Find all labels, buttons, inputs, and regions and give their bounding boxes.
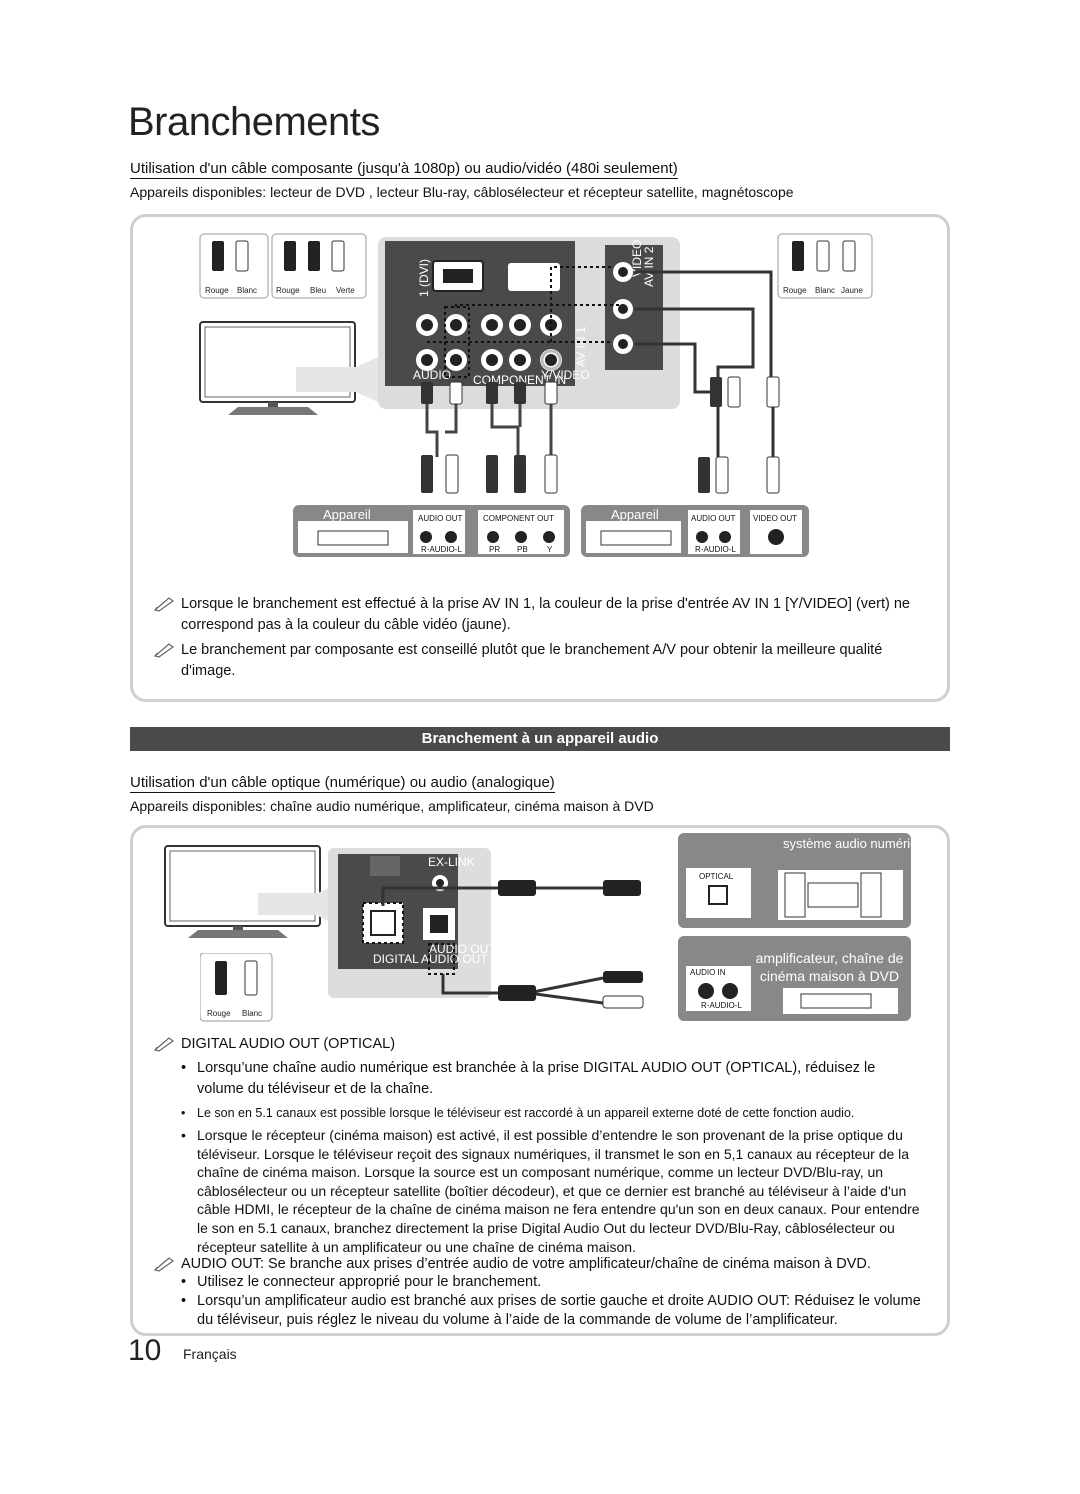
rca-label-blanc: Blanc	[242, 1009, 262, 1018]
audio-out-label-panel: AUDIO OUT	[429, 942, 496, 956]
audio-out-note: AUDIO OUT: Se branche aux prises d’entré…	[153, 1254, 933, 1275]
av-in-1-label: AV IN 1	[574, 326, 588, 367]
optical-cable	[381, 886, 604, 1005]
dvi-label: 1 (DVI)	[417, 259, 431, 297]
ex-link-label: EX-LINK	[428, 855, 475, 869]
audio-in-label: AUDIO	[413, 368, 451, 382]
pencil-note-icon	[153, 1037, 175, 1052]
left-cable-plugs: Rouge Blanc Rouge Bleu Verte	[199, 233, 367, 299]
pencil-note-icon	[153, 643, 175, 658]
cable-label-blanc: Blanc	[237, 286, 257, 295]
right-cable-blanc: Blanc	[815, 286, 835, 295]
rca-label-rouge: Rouge	[207, 1009, 231, 1018]
digital-audio-out-label: DIGITAL AUDIO OUT (OPTICAL)	[373, 952, 550, 966]
component-plugs	[421, 381, 558, 494]
audio-section-band: Branchement à un appareil audio	[130, 727, 950, 751]
page-number: 10	[128, 1334, 162, 1367]
amplifier-label: amplificateur, chaîne de cinéma maison à…	[755, 950, 904, 984]
av-in-2-label: AV IN 2	[642, 246, 656, 287]
right-video-out-label: VIDEO OUT	[753, 514, 797, 523]
amplifier-system: AUDIO IN R-AUDIO-L	[678, 936, 911, 1021]
left-device-label: Appareil	[323, 507, 371, 522]
right-audio-out-label: AUDIO OUT	[691, 514, 736, 523]
right-r-audio-l-label: R-AUDIO-L	[695, 545, 736, 554]
optical-bullet-1: Lorsqu’une chaîne audio numérique est br…	[181, 1058, 926, 1100]
pb-label: PB	[517, 545, 528, 554]
optical-label: OPTICAL	[699, 872, 734, 881]
optical-bullets: Lorsqu’une chaîne audio numérique est br…	[181, 1058, 926, 1256]
component-note-1: Lorsque le branchement est effectué à la…	[153, 594, 923, 636]
amp-r-audio-l-label: R-AUDIO-L	[701, 1001, 742, 1010]
rca-cable-icon: Rouge Blanc	[200, 953, 273, 1022]
av-plugs	[698, 376, 780, 494]
optical-note: DIGITAL AUDIO OUT (OPTICAL)	[153, 1034, 933, 1055]
audio-out-bullet-1: Utilisez le connecteur approprié pour le…	[181, 1273, 926, 1292]
left-r-audio-l-label: R-AUDIO-L	[421, 545, 462, 554]
digital-audio-system: système audio numérique OPTICAL	[678, 833, 932, 928]
y-video-label: Y/VIDEO	[541, 368, 590, 382]
audio-out-bullets: Utilisez le connecteur approprié pour le…	[181, 1273, 926, 1330]
right-device: Appareil AUDIO OUT VIDEO OUT R-AUDIO-L	[581, 505, 809, 557]
component-available-devices: Appareils disponibles: lecteur de DVD , …	[130, 184, 794, 200]
right-cable-rouge: Rouge	[783, 286, 807, 295]
audio-out-note-text: AUDIO OUT: Se branche aux prises d’entré…	[181, 1256, 871, 1272]
audio-connection-diagram: EX-LINK DIGITAL AUDIO OUT (OPTICAL) AUDI…	[164, 833, 932, 1021]
tv-illustration	[199, 321, 378, 415]
component-section-heading: Utilisation d'un câble composante (jusqu…	[130, 160, 678, 179]
page-title: Branchements	[128, 100, 380, 144]
video-side-label: VIDEO	[630, 240, 644, 277]
left-device: Appareil AUDIO OUT COMPONENT OUT R-AUDIO…	[293, 505, 570, 557]
tv-rear-audio-panel: EX-LINK DIGITAL AUDIO OUT (OPTICAL) AUDI…	[328, 848, 550, 998]
audio-section-heading: Utilisation d'un câble optique (numériqu…	[130, 774, 555, 793]
pencil-note-icon	[153, 597, 175, 612]
audio-available-devices: Appareils disponibles: chaîne audio numé…	[130, 798, 654, 814]
optical-bullet-3: Lorsque le récepteur (cinéma maison) est…	[181, 1126, 926, 1256]
left-audio-out-label: AUDIO OUT	[418, 514, 463, 523]
optical-bullet-2: Le son en 5.1 canaux est possible lorsqu…	[181, 1103, 926, 1123]
audio-out-bullet-2: Lorsqu’un amplificateur audio est branch…	[181, 1292, 926, 1330]
pr-label: PR	[489, 545, 500, 554]
right-device-label: Appareil	[611, 507, 659, 522]
cable-label-rouge-2: Rouge	[276, 286, 300, 295]
y-label: Y	[547, 545, 553, 554]
audio-in-label: AUDIO IN	[690, 968, 726, 977]
page-language: Français	[183, 1346, 237, 1362]
optical-plugs	[498, 880, 644, 1009]
right-cable-jaune: Jaune	[841, 286, 863, 295]
component-connection-diagram: Rouge Blanc Rouge Bleu Verte 1 (DVI)	[199, 233, 873, 557]
component-note-2: Le branchement par composante est consei…	[153, 640, 923, 682]
right-cable-plugs: Rouge Blanc Jaune	[777, 233, 873, 299]
optical-note-title: DIGITAL AUDIO OUT (OPTICAL)	[181, 1036, 396, 1052]
digital-system-label: système audio numérique	[783, 836, 932, 851]
tv-illustration-2	[164, 845, 333, 938]
cable-label-bleu: Bleu	[310, 286, 326, 295]
pencil-note-icon	[153, 1257, 175, 1272]
cable-label-verte: Verte	[336, 286, 355, 295]
left-component-out-label: COMPONENT OUT	[483, 514, 554, 523]
cable-label-rouge: Rouge	[205, 286, 229, 295]
